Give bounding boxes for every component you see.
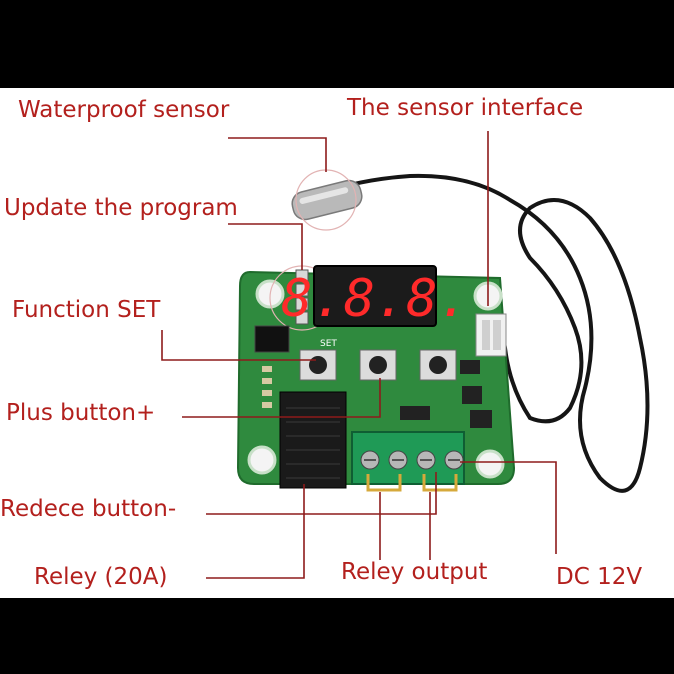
set-key-label: SET [320, 339, 337, 349]
label-waterproof-sensor: Waterproof sensor [18, 97, 230, 123]
sensor-cable [303, 173, 650, 493]
board-illustration: 8.8.8. SET [161, 131, 650, 579]
diagram-stage: 8.8.8. SET [0, 88, 674, 598]
label-dc-12v: DC 12V [556, 564, 643, 590]
label-relay-20a: Reley (20A) [34, 564, 168, 590]
plus-button [359, 349, 397, 381]
minus-button [419, 349, 457, 381]
sensor-connector [475, 313, 507, 357]
label-plus-button: Plus button+ [6, 400, 156, 426]
relay-output-bracket [366, 474, 402, 492]
label-function-set: Function SET [12, 297, 161, 323]
led-display [313, 265, 437, 327]
mounting-hole-bl [247, 445, 277, 475]
dc-input-bracket [422, 474, 458, 492]
led-display-digits: 8.8.8. [281, 269, 469, 329]
label-reduce-button: Redece button- [0, 496, 177, 522]
leader-lines [161, 131, 557, 579]
label-sensor-interface: The sensor interface [347, 95, 584, 121]
set-button [299, 349, 337, 381]
mounting-hole-br [475, 449, 505, 479]
relay-block [279, 391, 347, 489]
mcu-chip [254, 325, 290, 353]
label-relay-output: Reley output [341, 559, 488, 585]
label-update-program: Update the program [4, 195, 238, 221]
